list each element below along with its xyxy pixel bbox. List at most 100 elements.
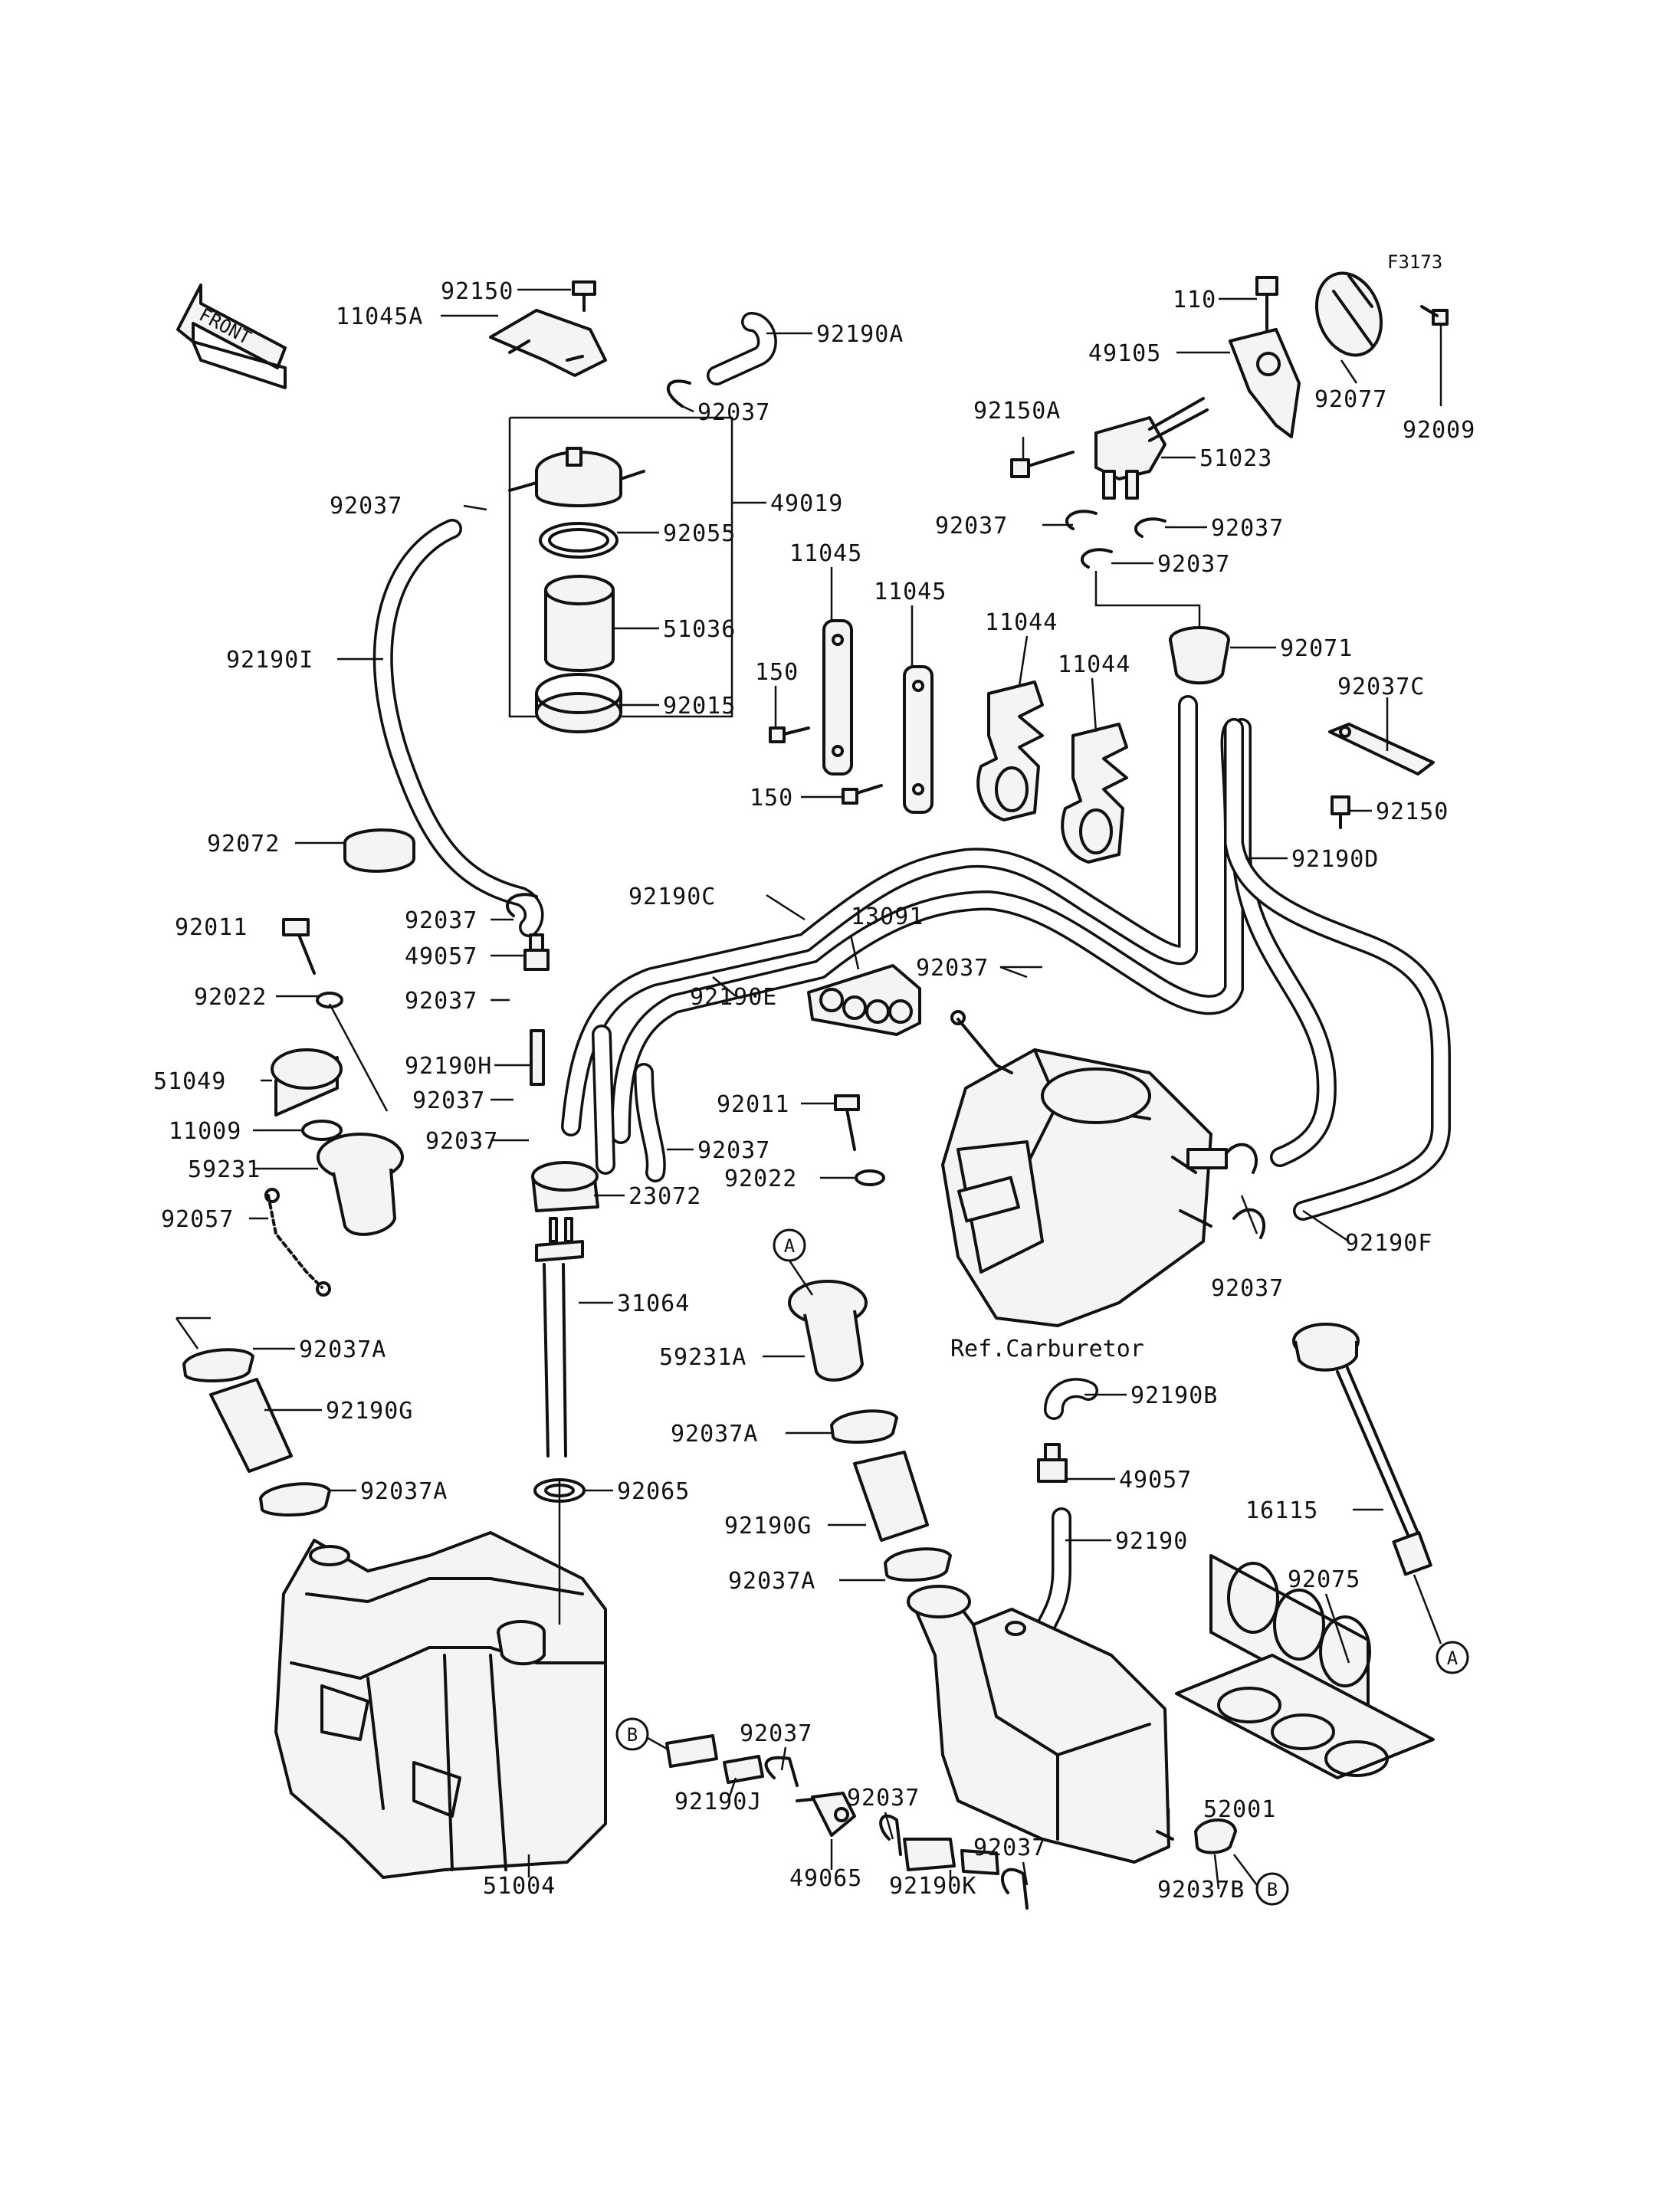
plate-92037C: [1328, 723, 1435, 776]
fuel-cock-51023: [1094, 397, 1209, 500]
callout-92055: 92055: [663, 520, 736, 547]
callout-59231: 59231: [188, 1156, 261, 1183]
callout-92190H: 92190H: [405, 1053, 492, 1080]
callout-92190I: 92190I: [226, 647, 313, 674]
cap-92071: [1169, 626, 1230, 685]
callout-52001: 52001: [1203, 1796, 1276, 1823]
plate-92075: [1175, 1554, 1435, 1779]
callout-11009: 11009: [169, 1118, 241, 1145]
callout-92037-l: 92037: [1211, 1275, 1284, 1302]
gauge-16115: [1292, 1323, 1432, 1576]
hose-92190: [1032, 1507, 1071, 1642]
washer-92022-center: [855, 1169, 885, 1186]
callout-92037A-a: 92037A: [299, 1336, 386, 1363]
hose-92190G-left: [209, 1378, 293, 1473]
callout-92011-center: 92011: [717, 1091, 789, 1118]
bolt-92011-left: [282, 918, 316, 975]
marker-B-left: B: [615, 1717, 668, 1751]
callout-92037-a: 92037: [697, 399, 770, 426]
callout-92022-center: 92022: [724, 1166, 797, 1192]
joint-49057-upper: [523, 933, 550, 971]
marker-A-right-letter: A: [1447, 1648, 1459, 1669]
callout-51004: 51004: [483, 1873, 556, 1900]
callout-92037-h: 92037: [405, 988, 477, 1015]
callout-92190A: 92190A: [816, 321, 904, 348]
oil-tank-52001: [907, 1585, 1174, 1864]
bolt-92150-right: [1331, 795, 1350, 829]
hose-92190C: [561, 695, 1199, 1136]
callout-92009: 92009: [1403, 417, 1475, 444]
hose-92190F: [1224, 718, 1451, 1221]
callout-92037-o: 92037: [973, 1835, 1046, 1861]
callout-150-b: 150: [750, 785, 793, 812]
callout-11045-a: 11045: [789, 540, 862, 567]
leader-slash: [175, 1317, 211, 1349]
nut-51049: [271, 1048, 343, 1117]
joint-49057-lower: [1037, 1443, 1068, 1483]
callout-11045A: 11045A: [336, 303, 423, 330]
hose-92190D: [1232, 718, 1337, 1167]
clamp-92037-bottom-a: [764, 1756, 799, 1787]
callout-92150-right: 92150: [1376, 798, 1449, 825]
leader-lines: [249, 288, 1442, 1890]
bolt-150-a: [769, 726, 810, 743]
pipe-92190K: [903, 1838, 999, 1875]
separator-13091: [807, 964, 921, 1036]
hose-92190A: [707, 312, 777, 385]
callout-150-a: 150: [755, 659, 799, 686]
pipe-92190H: [530, 1029, 545, 1086]
callout-31064: 31064: [617, 1290, 690, 1317]
callout-92190K: 92190K: [889, 1873, 976, 1900]
holder-11044-b: [1061, 723, 1128, 864]
callout-92037-g: 92037: [916, 955, 989, 982]
bracket-49105: [1229, 328, 1301, 438]
check-valve-49065: [796, 1792, 856, 1837]
callout-92037A-d: 92037A: [728, 1568, 815, 1595]
clamp-92037-bottom-c: [1000, 1867, 1029, 1910]
cord-92057: [264, 1188, 331, 1297]
callout-92190: 92190: [1115, 1528, 1188, 1555]
callout-92190J: 92190J: [674, 1789, 762, 1815]
callout-92037C: 92037C: [1337, 674, 1425, 700]
bracket-11045A: [489, 309, 607, 377]
washer-92022-left: [316, 992, 343, 1008]
callout-92037-m: 92037: [740, 1720, 812, 1747]
callout-92190B: 92190B: [1130, 1382, 1218, 1409]
marker-B-right: B: [1233, 1854, 1289, 1906]
callout-49057-upper: 49057: [405, 943, 477, 970]
hose-92190I: [372, 519, 544, 937]
callout-labels: 92150 11045A 92190A 92037 92037 49019 92…: [153, 278, 1475, 1904]
callout-51036: 51036: [663, 616, 736, 643]
callout-92037B: 92037B: [1157, 1877, 1245, 1904]
fuel-tank-51004: [274, 1531, 607, 1879]
callout-92037-e: 92037: [1157, 551, 1230, 578]
callout-92190E: 92190E: [690, 984, 777, 1011]
callout-92037-n: 92037: [847, 1785, 920, 1812]
callout-13091: 13091: [851, 903, 924, 930]
hose-92190G-center: [853, 1451, 929, 1542]
callout-49065: 49065: [789, 1865, 862, 1892]
carburetor-reference: [941, 1010, 1228, 1327]
hose-92190B: [1044, 1378, 1098, 1420]
callout-16115: 16115: [1245, 1497, 1318, 1524]
callout-92037A-b: 92037A: [671, 1421, 758, 1448]
callout-92072: 92072: [207, 831, 280, 857]
marker-B-left-letter: B: [627, 1724, 638, 1746]
callout-92015: 92015: [663, 693, 736, 720]
clamp-92037A-center-bottom: [884, 1547, 952, 1582]
clamp-92072: [343, 828, 415, 873]
clamp-92037A-left-top: [182, 1348, 254, 1382]
holder-11044-a: [976, 680, 1044, 821]
bolt-92011-center: [834, 1094, 860, 1151]
clamp-92037A-center-top: [830, 1409, 898, 1444]
bracket-11045-a: [822, 619, 853, 776]
callout-11044-b: 11044: [1058, 651, 1130, 678]
bolt-110: [1255, 276, 1278, 339]
callout-49105: 49105: [1088, 340, 1161, 367]
ring-11009: [301, 1120, 343, 1141]
clamp-92037-center-a: [506, 893, 538, 917]
clamps-92037-right: [1065, 510, 1166, 569]
callout-92022-left: 92022: [194, 984, 267, 1011]
